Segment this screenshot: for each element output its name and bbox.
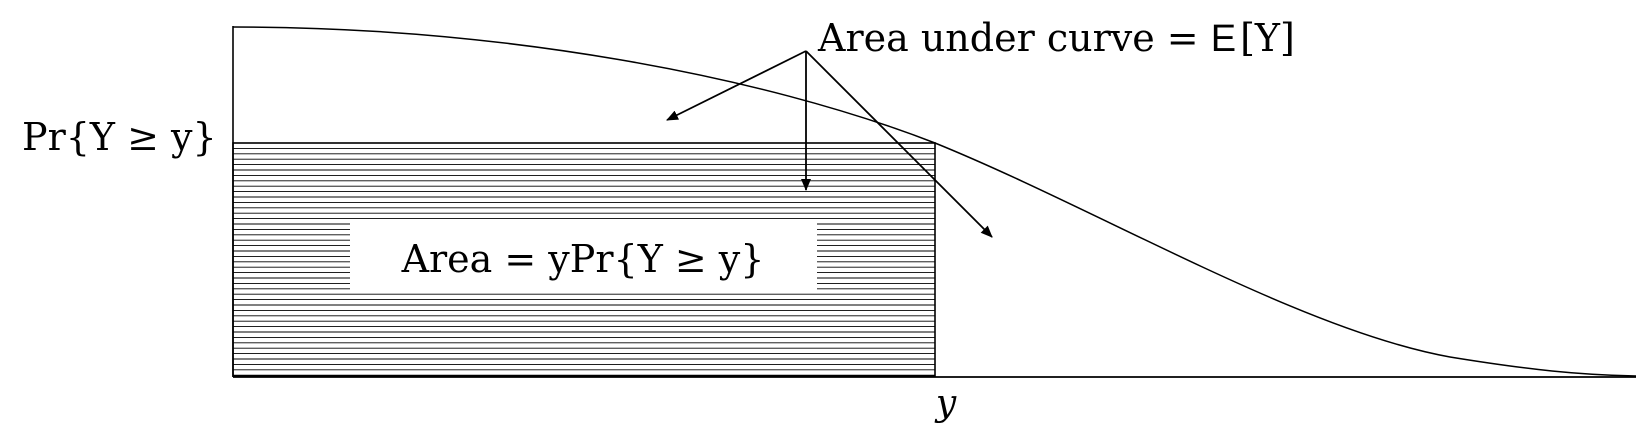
curve-area-prefix: Area under curve = xyxy=(817,16,1211,60)
left-probability-label: Pr{Y ≥ y} xyxy=(22,115,217,159)
curve-area-label: Area under curve = E[Y] xyxy=(817,16,1295,60)
x-marker-label: y xyxy=(934,383,957,424)
curve-area-argument: [Y] xyxy=(1240,16,1295,60)
rect-label-box xyxy=(350,222,817,292)
expectation-symbol: E xyxy=(1211,18,1236,60)
arrow-left xyxy=(666,50,807,121)
arrow-right xyxy=(805,50,993,238)
survival-curve xyxy=(232,26,1637,377)
rect-area-label: Area = yPr{Y ≥ y} xyxy=(401,237,765,281)
